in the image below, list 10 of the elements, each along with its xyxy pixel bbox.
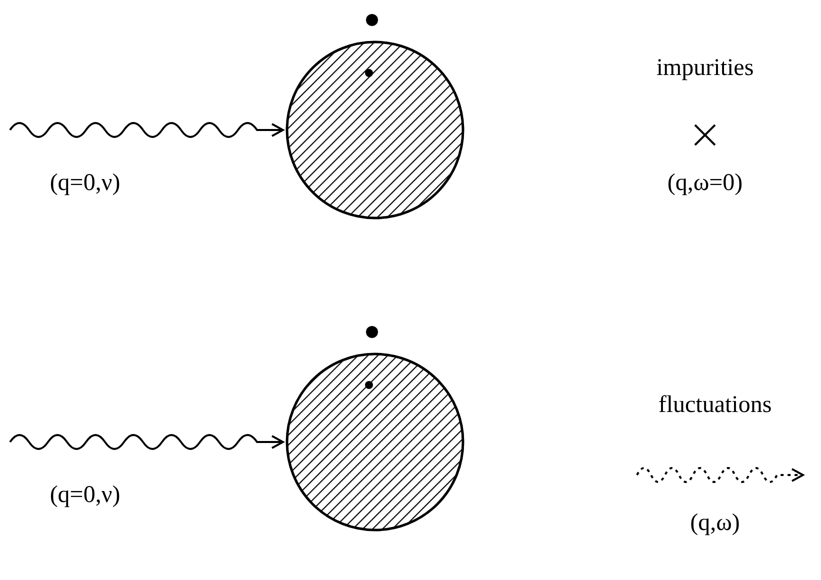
edge-label: (q=0,ν) xyxy=(50,482,120,509)
wavy-arrow xyxy=(9,434,284,450)
wavy-arrow xyxy=(9,122,284,138)
hatched-circle xyxy=(286,40,464,220)
wave-vector-label: (q,ω) xyxy=(690,510,740,537)
edge-label: (q=0,ν) xyxy=(50,170,120,197)
wave-vector-label: (q,ω=0) xyxy=(667,170,743,197)
node-label: impurities xyxy=(656,55,754,82)
hatched-circle xyxy=(286,352,464,532)
node-label: fluctuations xyxy=(658,392,772,419)
